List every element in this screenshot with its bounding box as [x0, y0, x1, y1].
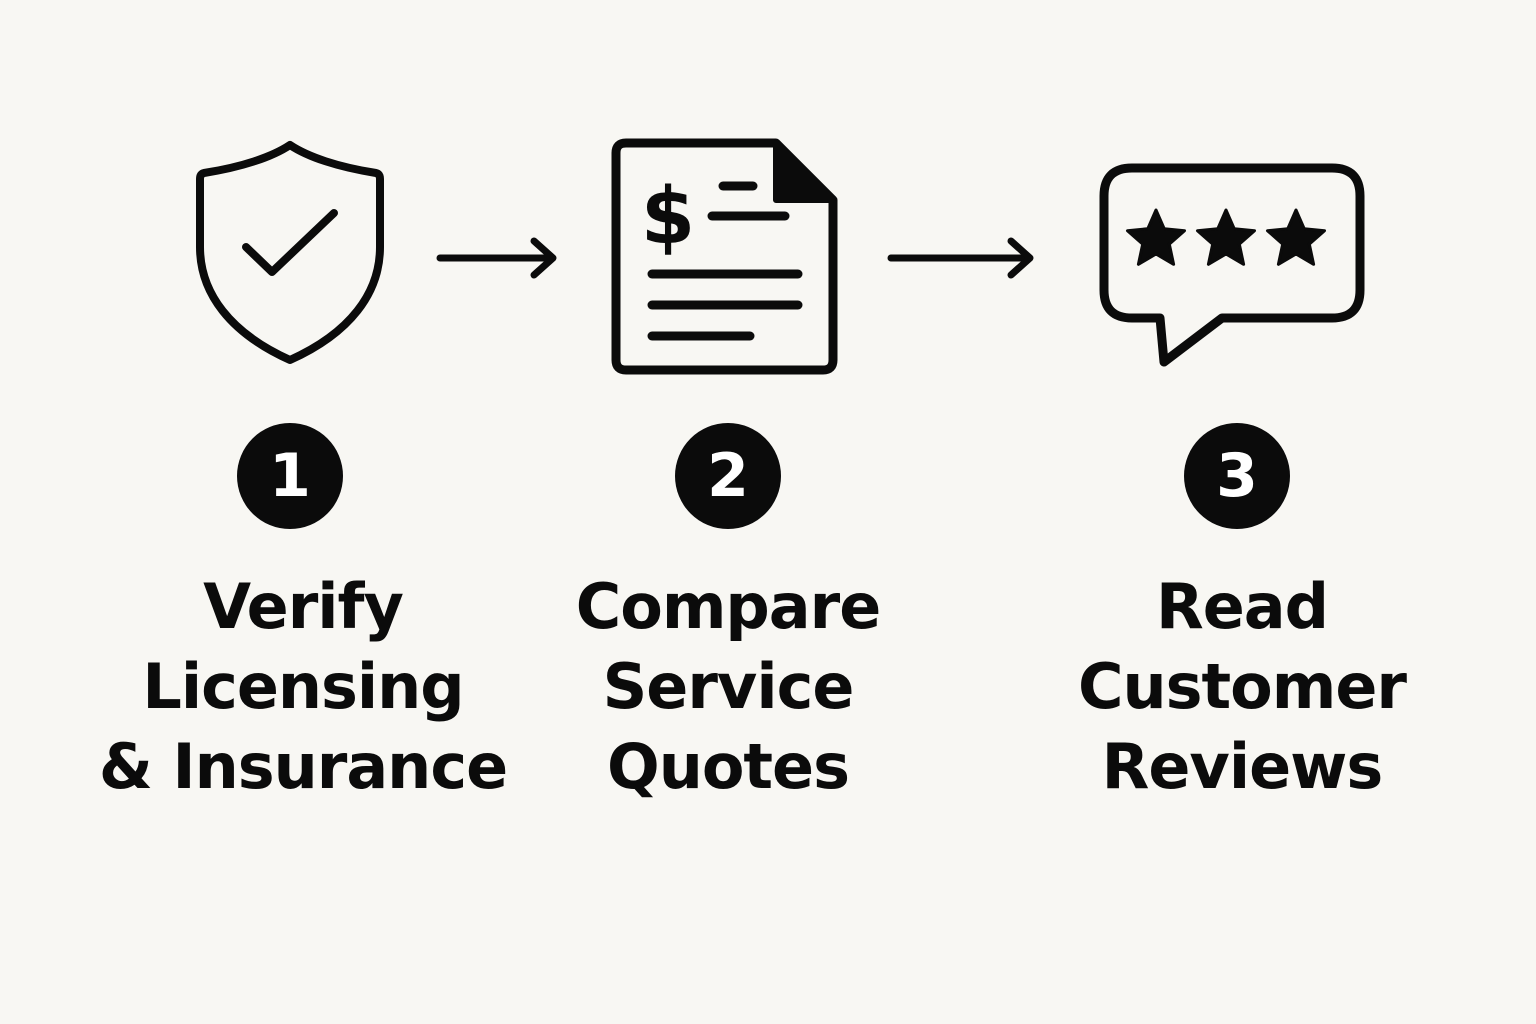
- step-label-line: Reviews: [1101, 730, 1384, 803]
- step-label-line: Quotes: [606, 730, 850, 803]
- step-label-line: Service: [602, 650, 855, 723]
- dollar-document-icon: $: [611, 138, 838, 375]
- step-label-line: Licensing: [142, 650, 464, 723]
- step-number-badge: 2: [675, 423, 781, 529]
- step-label: Read Customer Reviews: [1012, 567, 1472, 807]
- step-number-badge: 3: [1184, 423, 1290, 529]
- step-label-line: & Insurance: [98, 730, 508, 803]
- step-number-badge: 1: [237, 423, 343, 529]
- step-label-line: Read: [1155, 570, 1329, 643]
- step-label: Compare Service Quotes: [498, 567, 958, 807]
- step-label: Verify Licensing & Insurance: [73, 567, 533, 807]
- step-label-line: Verify: [203, 570, 404, 643]
- step-label-line: Compare: [575, 570, 882, 643]
- star-review-bubble-icon: [1099, 163, 1365, 367]
- arrow-right-icon: [887, 237, 1034, 279]
- shield-check-icon: [196, 141, 384, 364]
- step-label-line: Customer: [1077, 650, 1407, 723]
- arrow-right-icon: [436, 237, 557, 279]
- svg-text:$: $: [641, 172, 695, 262]
